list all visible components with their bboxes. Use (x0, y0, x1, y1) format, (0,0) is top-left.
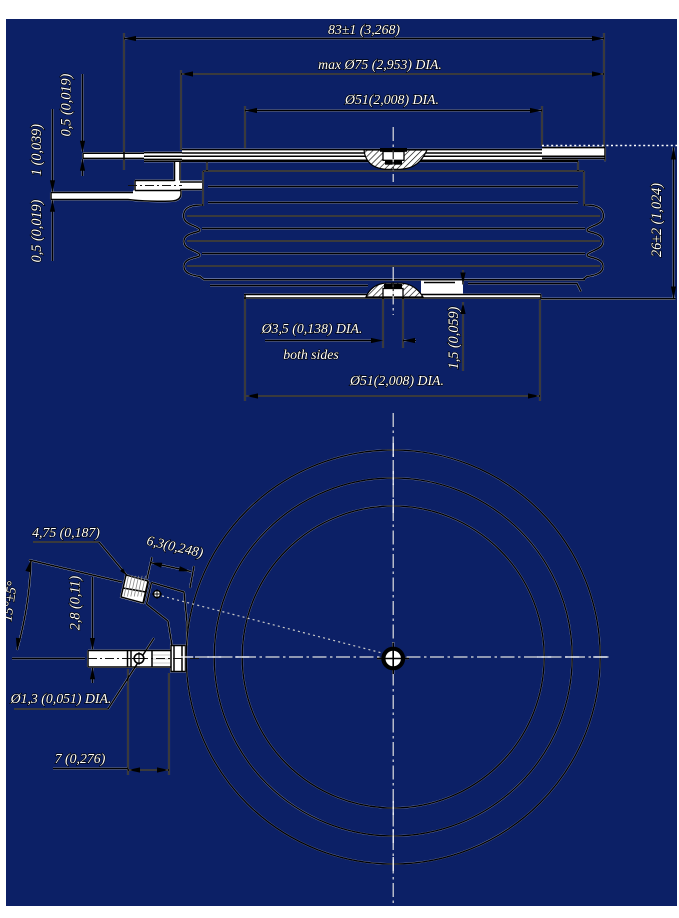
svg-text:0,5 (0,019): 0,5 (0,019) (59, 73, 75, 136)
svg-text:7 (0,276): 7 (0,276) (55, 751, 106, 767)
svg-text:0,5 (0,019): 0,5 (0,019) (29, 199, 45, 262)
svg-text:1,5 (0,059): 1,5 (0,059) (446, 306, 462, 369)
svg-text:83±1 (3,268): 83±1 (3,268) (328, 22, 400, 38)
svg-text:Ø51(2,008) DIA.: Ø51(2,008) DIA. (344, 92, 439, 108)
svg-text:4,75 (0,187): 4,75 (0,187) (32, 525, 100, 541)
svg-text:1 (0,039): 1 (0,039) (29, 124, 45, 176)
svg-text:26±2 (1,024): 26±2 (1,024) (649, 183, 665, 257)
svg-text:Ø1,3 (0,051) DIA.: Ø1,3 (0,051) DIA. (10, 691, 112, 707)
svg-text:max Ø75 (2,953) DIA.: max Ø75 (2,953) DIA. (318, 57, 442, 73)
svg-text:2,8 (0,11): 2,8 (0,11) (68, 575, 84, 630)
svg-text:Ø3,5 (0,138) DIA.: Ø3,5 (0,138) DIA. (261, 321, 363, 337)
svg-text:both sides: both sides (283, 347, 339, 362)
svg-text:Ø51(2,008) DIA.: Ø51(2,008) DIA. (349, 373, 444, 389)
